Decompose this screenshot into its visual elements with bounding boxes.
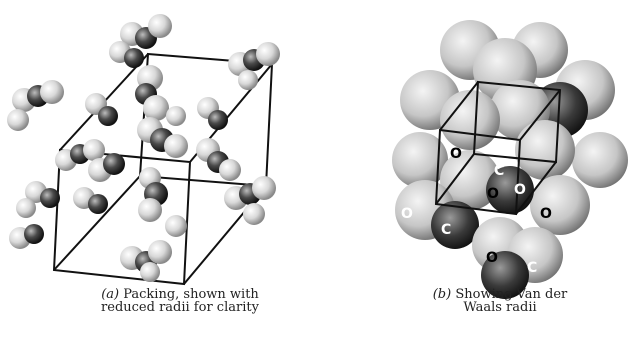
molecule-a xyxy=(196,138,241,181)
atom-label: C xyxy=(494,163,504,179)
molecule-a xyxy=(137,117,188,158)
molecule-a xyxy=(138,167,168,222)
sphere xyxy=(572,132,628,188)
molecule-a xyxy=(73,187,108,214)
caption-b: (b) Showing Van der Waals radii xyxy=(400,288,600,314)
spheres-b-back xyxy=(392,20,628,299)
atom-label: O xyxy=(540,206,552,222)
caption-a-text1: Packing, shown with xyxy=(123,287,259,302)
atom-labels-b: O O C O O C O C O xyxy=(401,146,552,276)
molecule-a xyxy=(228,42,280,76)
sphere xyxy=(481,251,529,299)
molecule-a xyxy=(25,181,60,208)
caption-b-text1: Showing Van der xyxy=(455,287,568,302)
sphere xyxy=(440,150,500,210)
molecule-a xyxy=(238,70,258,90)
molecule-a xyxy=(109,41,144,68)
caption-b-line1: (b) Showing Van der xyxy=(400,288,600,301)
cube-b-edge xyxy=(439,81,479,131)
molecule-a xyxy=(16,198,36,218)
molecule-a xyxy=(55,139,105,171)
cube-b-edge xyxy=(515,161,557,215)
molecule-a xyxy=(140,262,160,282)
sphere xyxy=(431,201,479,249)
molecule-a xyxy=(9,224,44,249)
molecule-a xyxy=(120,14,172,49)
molecules-a xyxy=(7,14,280,282)
sphere xyxy=(515,120,575,180)
atom-label: O xyxy=(450,146,462,162)
molecule-a xyxy=(85,93,118,126)
atom-label: C xyxy=(527,260,537,276)
atom-label: O xyxy=(401,206,413,222)
caption-b-line2: Waals radii xyxy=(463,300,537,315)
caption-a-line2: reduced radii for clarity xyxy=(101,300,259,315)
cube-b xyxy=(434,80,562,216)
molecule-a xyxy=(165,215,187,237)
atom-label: O xyxy=(487,186,499,202)
caption-a-line1: (a) Packing, shown with xyxy=(70,288,290,301)
molecule-a xyxy=(166,106,186,126)
atom-label: O xyxy=(514,182,526,198)
atom-label: C xyxy=(441,222,451,238)
molecule-a xyxy=(243,203,265,225)
caption-b-prefix: (b) xyxy=(432,287,452,302)
sphere xyxy=(530,175,590,235)
molecule-a xyxy=(224,176,276,210)
atom-label: O xyxy=(486,250,498,266)
sphere xyxy=(486,166,534,214)
caption-a: (a) Packing, shown with reduced radii fo… xyxy=(70,288,290,314)
sphere xyxy=(392,132,448,188)
cube-b-edge xyxy=(519,89,561,141)
molecule-a xyxy=(135,65,169,121)
molecule-a xyxy=(88,153,125,182)
molecule-a xyxy=(12,80,64,112)
molecule-a xyxy=(197,97,228,130)
cube-a-edge xyxy=(53,175,141,271)
molecule-a xyxy=(7,109,29,131)
caption-a-prefix: (a) xyxy=(101,287,120,302)
cube-b-edge xyxy=(435,153,475,205)
